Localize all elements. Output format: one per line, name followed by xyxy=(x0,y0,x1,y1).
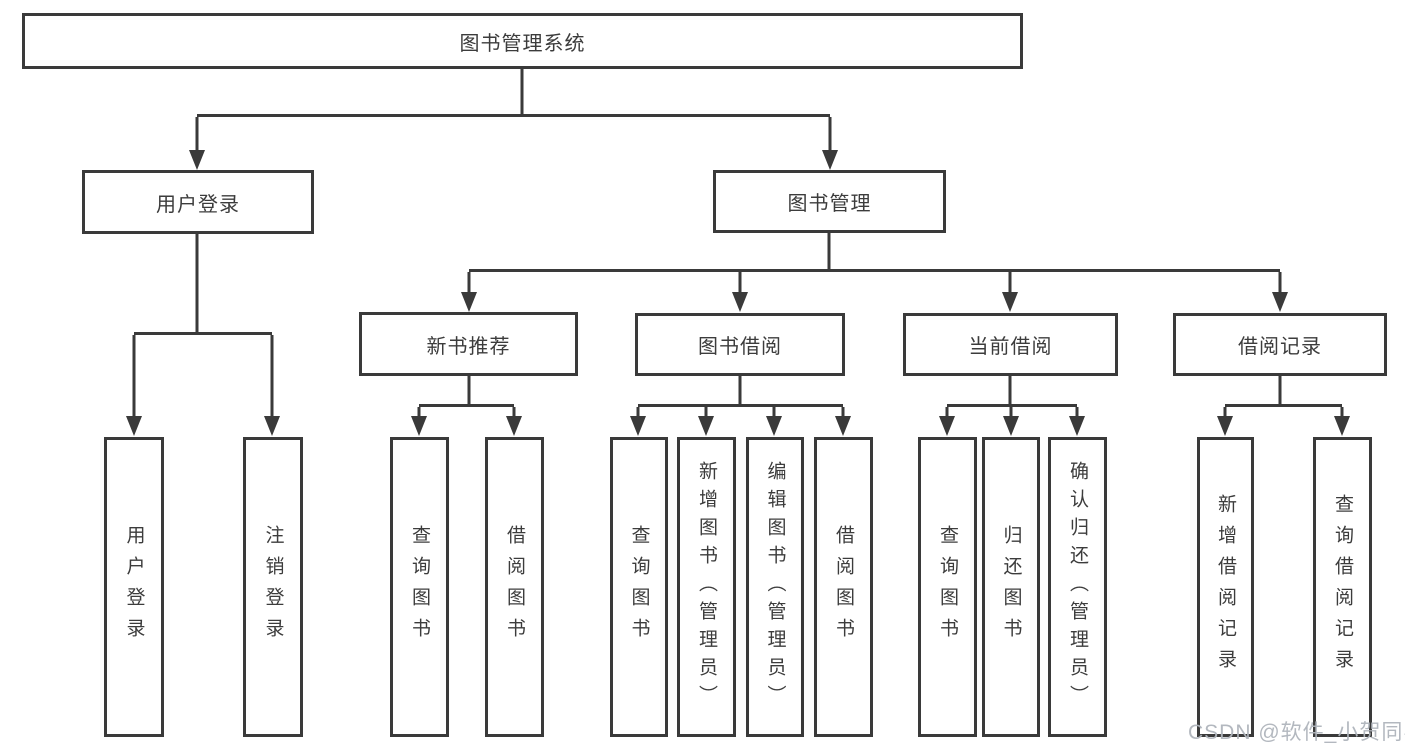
leaf-add-book-admin: 新增图书（管理员） xyxy=(677,437,736,737)
leaf-borrow-books: 借阅图书 xyxy=(814,437,873,737)
node-system-label: 图书管理系统 xyxy=(459,32,586,55)
leaf-edit-book-admin-label: 编辑图书（管理员） xyxy=(764,461,786,713)
node-book-borrow: 图书借阅 xyxy=(635,313,845,376)
leaf-edit-book-admin: 编辑图书（管理员） xyxy=(746,437,804,737)
node-current-borrow-label: 当前借阅 xyxy=(968,336,1053,358)
connector-book-borrow xyxy=(630,376,851,436)
connector-user-login xyxy=(126,233,280,436)
node-book-borrow-label: 图书借阅 xyxy=(698,336,782,358)
leaf-add-borrow-record: 新增借阅记录 xyxy=(1197,437,1254,737)
leaf-user-login-label: 用户登录 xyxy=(123,525,145,649)
leaf-query-books-borrow: 查询图书 xyxy=(610,437,668,737)
leaf-logout: 注销登录 xyxy=(243,437,303,737)
connector-root xyxy=(189,69,838,170)
leaf-add-book-admin-label: 新增图书（管理员） xyxy=(696,461,717,713)
node-borrow-records: 借阅记录 xyxy=(1173,313,1387,376)
leaf-borrow-books-recommend: 借阅图书 xyxy=(485,437,544,737)
leaf-confirm-return-admin-label: 确认归还（管理员） xyxy=(1067,461,1088,713)
leaf-borrow-books-recommend-label: 借阅图书 xyxy=(504,525,525,649)
node-user-login: 用户登录 xyxy=(82,170,314,234)
connector-current-borrow xyxy=(939,376,1085,436)
leaf-borrow-books-label: 借阅图书 xyxy=(833,525,854,649)
leaf-query-borrow-record: 查询借阅记录 xyxy=(1313,437,1372,737)
csdn-watermark: CSDN @软件_小贺同学 xyxy=(1188,721,1405,744)
leaf-confirm-return-admin: 确认归还（管理员） xyxy=(1048,437,1107,737)
node-new-book-recommend: 新书推荐 xyxy=(359,312,578,376)
node-book-management-label: 图书管理 xyxy=(787,193,872,215)
node-system: 图书管理系统 xyxy=(22,13,1023,69)
connector-book-management xyxy=(461,232,1288,312)
node-new-book-recommend-label: 新书推荐 xyxy=(426,335,511,358)
leaf-return-book-label: 归还图书 xyxy=(1000,525,1022,649)
leaf-query-books-recommend: 查询图书 xyxy=(390,437,449,737)
connector-borrow-records xyxy=(1217,376,1350,436)
node-book-management: 图书管理 xyxy=(713,170,946,233)
leaf-query-borrow-record-label: 查询借阅记录 xyxy=(1332,494,1353,680)
node-borrow-records-label: 借阅记录 xyxy=(1238,336,1322,358)
leaf-user-login: 用户登录 xyxy=(104,437,164,737)
leaf-logout-label: 注销登录 xyxy=(262,525,284,649)
leaf-return-book: 归还图书 xyxy=(982,437,1040,737)
leaf-query-books-current: 查询图书 xyxy=(918,437,977,737)
leaf-query-books-borrow-label: 查询图书 xyxy=(628,525,650,649)
node-current-borrow: 当前借阅 xyxy=(903,313,1118,376)
leaf-query-books-recommend-label: 查询图书 xyxy=(409,525,430,649)
leaf-query-books-current-label: 查询图书 xyxy=(937,525,958,649)
node-user-login-label: 用户登录 xyxy=(156,193,240,216)
connector-new-book-recommend xyxy=(411,376,522,436)
leaf-add-borrow-record-label: 新增借阅记录 xyxy=(1215,494,1236,680)
